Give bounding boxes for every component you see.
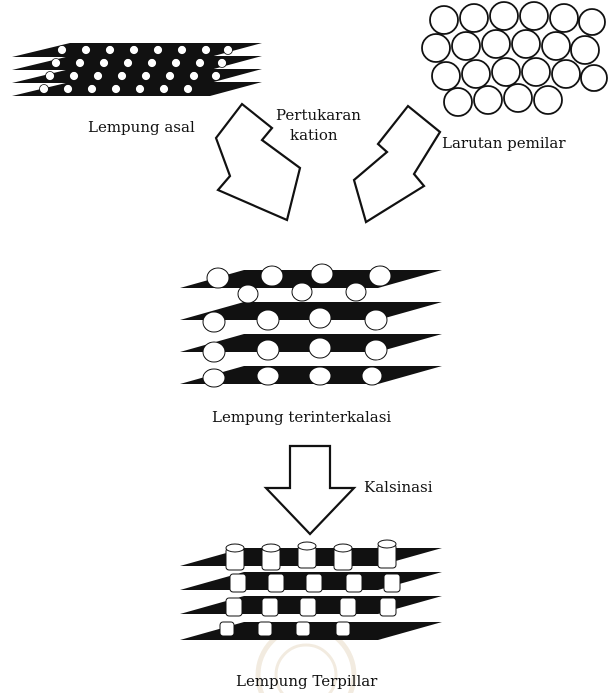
label-kation: kation bbox=[290, 126, 338, 144]
clay-stack-original bbox=[12, 43, 262, 96]
label-pertukaran: Pertukaran bbox=[276, 106, 361, 124]
label-lempung-terinterkalasi: Lempung terinterkalasi bbox=[212, 408, 391, 426]
clay-stack-intercalated bbox=[180, 264, 442, 387]
clay-stack-pillared bbox=[180, 540, 442, 640]
label-kalsinasi: Kalsinasi bbox=[364, 478, 433, 496]
arrow-right-down-icon bbox=[354, 106, 440, 222]
label-lempung-asal: Lempung asal bbox=[88, 118, 195, 136]
pillaring-solution-circles bbox=[422, 2, 607, 116]
label-lempung-terpillar: Lempung Terpillar bbox=[236, 672, 378, 690]
arrow-down-icon bbox=[266, 446, 354, 534]
label-larutan-pemilar: Larutan pemilar bbox=[442, 134, 566, 152]
